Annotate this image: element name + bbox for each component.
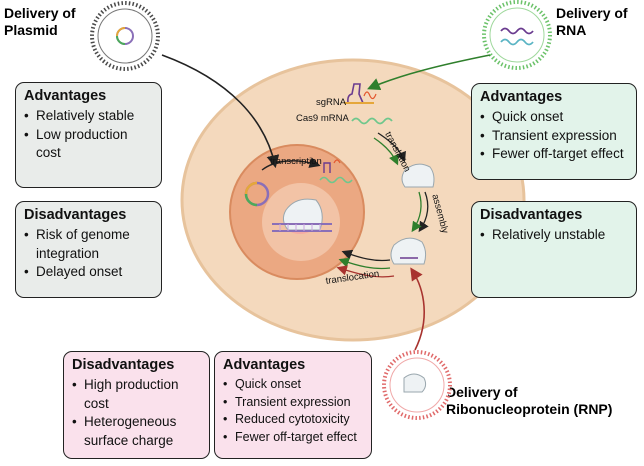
rna-advantage-item: Quick onset (480, 108, 628, 127)
plasmid-disadvantage-item: Risk of genome integration (24, 226, 153, 263)
plasmid-vesicle (90, 1, 160, 71)
rnp-disadvantage-item: Heterogeneous surface charge (72, 413, 201, 450)
rnp-advantage-item: Quick onset (223, 376, 363, 394)
plasmid-entry-arrow (161, 54, 280, 169)
rna-vesicle (482, 0, 552, 70)
nuclear-rnp-on-dna (272, 198, 332, 234)
sgrna-label: sgRNA (316, 97, 347, 108)
rnp-advantage-item: Fewer off-target effect (223, 429, 363, 447)
transcription-label: transcription (270, 156, 322, 167)
rnp-entry-arrow (410, 267, 425, 351)
cytoplasm-rnas (344, 83, 393, 125)
rnp-delivery-title: Delivery of Ribonucleoprotein (RNP) (446, 384, 613, 417)
rna-disadvantages-heading: Disadvantages (480, 207, 583, 223)
rna-advantages-heading: Advantages (480, 89, 563, 105)
plasmid-advantages-box: Advantages Relatively stable Low product… (15, 82, 162, 188)
rna-disadvantage-item: Relatively unstable (480, 226, 628, 245)
plasmid-advantages-heading: Advantages (24, 88, 107, 104)
translocation-arrow (341, 249, 391, 262)
plasmid-advantage-item: Low production cost (24, 126, 153, 163)
plasmid-disadvantages-box: Disadvantages Risk of genome integration… (15, 201, 162, 298)
plasmid-advantage-item: Relatively stable (24, 107, 153, 126)
rnp-advantages-heading: Advantages (223, 357, 306, 373)
rnp-vesicle (382, 350, 452, 420)
rna-entry-arrow (367, 54, 491, 91)
plasmid-disadvantage-item: Delayed onset (24, 263, 153, 282)
rnp-advantage-item: Transient expression (223, 394, 363, 412)
rna-advantages-box: Advantages Quick onset Transient express… (471, 83, 637, 180)
cas9-protein (401, 163, 435, 188)
rnp-advantage-item: Reduced cytotoxicity (223, 411, 363, 429)
nuclear-plasmid (244, 181, 270, 207)
rnp-disadvantage-item: High production cost (72, 376, 201, 413)
assembly-arrow (418, 191, 429, 233)
rnp-advantages-box: Advantages Quick onset Transient express… (214, 351, 372, 459)
translation-arrow (377, 132, 406, 163)
cas9-mrna-label: Cas9 mRNA (296, 113, 349, 124)
rnp-disadvantages-heading: Disadvantages (72, 357, 175, 373)
transcription-arrow (261, 157, 321, 171)
plasmid-disadvantages-heading: Disadvantages (24, 207, 127, 223)
rnp-disadvantages-box: Disadvantages High production cost Heter… (63, 351, 210, 459)
rna-advantage-item: Fewer off-target effect (480, 145, 628, 164)
rna-delivery-title: Delivery of RNA (556, 5, 628, 38)
rna-disadvantages-box: Disadvantages Relatively unstable (471, 201, 637, 298)
rna-advantage-item: Transient expression (480, 127, 628, 146)
plasmid-delivery-title: Delivery of Plasmid (4, 5, 76, 38)
